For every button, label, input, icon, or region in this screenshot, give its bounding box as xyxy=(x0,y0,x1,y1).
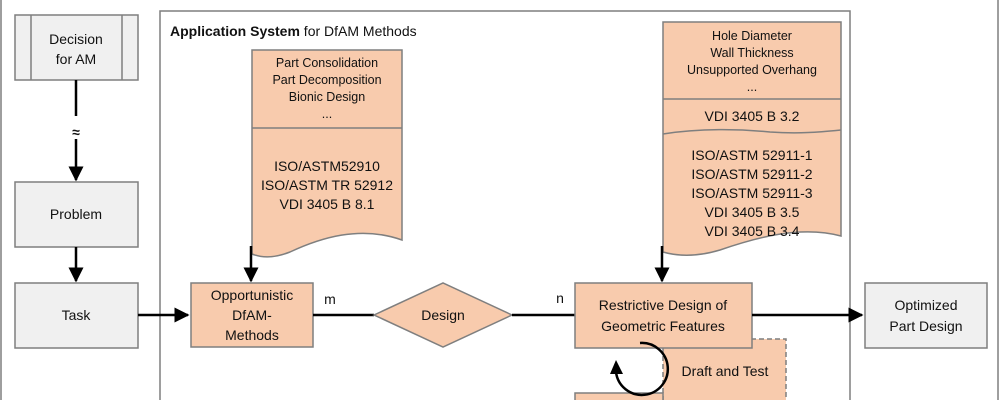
cardinality-m: m xyxy=(324,291,336,307)
application-system-frame xyxy=(159,10,851,400)
draft-and-test-box[interactable]: Draft and Test xyxy=(662,338,787,400)
standard-item: VDI 3405 B 8.1 xyxy=(280,196,375,212)
feature-item: Unsupported Overhang xyxy=(687,63,817,77)
opportunistic-line1: Opportunistic xyxy=(211,287,293,303)
approx-symbol: ≈ xyxy=(72,124,80,140)
problem-box[interactable]: Problem xyxy=(14,181,139,248)
iteration-loop-icon xyxy=(614,341,670,397)
feature-item: Hole Diameter xyxy=(712,29,792,43)
decision-label-line2: for AM xyxy=(56,51,96,67)
standard-item: ISO/ASTM TR 52912 xyxy=(261,177,393,193)
feature-item: ... xyxy=(747,80,757,94)
standard-item: ISO/ASTM 52911-2 xyxy=(691,166,812,182)
standard-item: VDI 3405 B 3.5 xyxy=(705,204,800,220)
lower-partial-box xyxy=(574,392,664,400)
decision-label-line1: Decision xyxy=(49,31,103,47)
method-item: ... xyxy=(322,107,332,121)
decision-for-am-box[interactable]: Decision for AM xyxy=(14,14,139,81)
method-item: Part Consolidation xyxy=(276,56,378,70)
output-line2: Part Design xyxy=(889,318,962,334)
standard-item: ISO/ASTM 52911-3 xyxy=(691,185,812,201)
optimized-part-design-box[interactable]: Optimized Part Design xyxy=(864,282,988,349)
right-document: Hole Diameter Wall Thickness Unsupported… xyxy=(662,21,842,256)
task-box[interactable]: Task xyxy=(14,282,139,349)
title-bold: Application System xyxy=(170,23,300,39)
restrictive-line2: Geometric Features xyxy=(601,318,725,334)
problem-label: Problem xyxy=(50,206,102,222)
restrictive-line1: Restrictive Design of xyxy=(599,297,727,313)
loop-arrowhead-icon xyxy=(610,360,623,374)
design-label: Design xyxy=(421,307,465,323)
standard-item: ISO/ASTM52910 xyxy=(274,158,380,174)
title-rest: for DfAM Methods xyxy=(300,23,417,39)
opportunistic-line2: DfAM- xyxy=(232,307,272,323)
cardinality-n: n xyxy=(556,290,564,306)
draft-and-test-label: Draft and Test xyxy=(682,363,769,379)
standard-item: VDI 3405 B 3.4 xyxy=(705,223,800,239)
guideline-item: VDI 3405 B 3.2 xyxy=(705,108,800,124)
output-line1: Optimized xyxy=(894,297,957,313)
left-document: Part Consolidation Part Decomposition Bi… xyxy=(251,49,403,258)
task-label: Task xyxy=(62,307,92,323)
method-item: Bionic Design xyxy=(289,90,365,104)
opportunistic-line3: Methods xyxy=(225,327,279,343)
opportunistic-dfam-methods-box[interactable]: Opportunistic DfAM- Methods xyxy=(190,282,314,348)
application-system-title: Application System for DfAM Methods xyxy=(170,23,417,39)
design-relation-diamond[interactable]: Design xyxy=(372,282,514,348)
restrictive-design-box[interactable]: Restrictive Design of Geometric Features xyxy=(574,282,753,349)
feature-item: Wall Thickness xyxy=(710,46,793,60)
method-item: Part Decomposition xyxy=(272,73,381,87)
standard-item: ISO/ASTM 52911-1 xyxy=(691,147,812,163)
